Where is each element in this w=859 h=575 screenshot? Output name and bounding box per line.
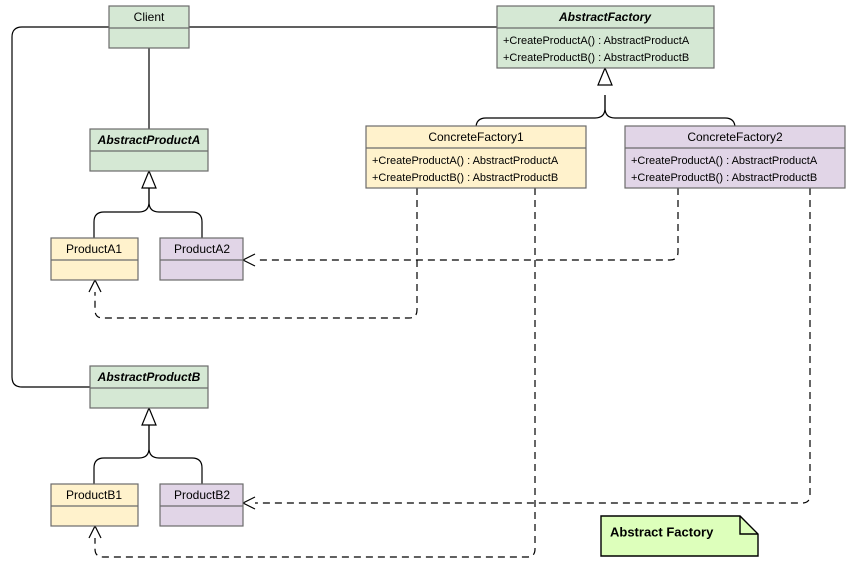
dependency-arrowhead-product-b2	[241, 496, 256, 510]
class-box-abstract-factory-frame	[496, 5, 715, 69]
edge-product-a2-generalization	[148, 188, 203, 238]
dependency-arrowhead-product-b1	[88, 524, 102, 539]
member-abstract-factory-1: +CreateProductB() : AbstractProductB	[503, 52, 689, 64]
class-name-product-a2: ProductA2	[174, 242, 230, 256]
class-name-concrete-factory-2: ConcreteFactory2	[687, 130, 783, 144]
edges-layer	[11, 26, 811, 558]
edge-cf2-creates-product-b2	[255, 188, 811, 504]
class-name-concrete-factory-1: ConcreteFactory1	[428, 130, 524, 144]
class-box-concrete-factory-1-frame	[365, 125, 587, 189]
class-box-concrete-factory-2[interactable]: ConcreteFactory2 +CreateProductA() : Abs…	[624, 125, 846, 189]
edge-product-b1-generalization	[93, 425, 150, 484]
note-fold-icon	[739, 516, 758, 535]
dependency-arrowhead-product-a2	[241, 253, 256, 267]
class-name-abstract-factory: AbstractFactory	[558, 10, 652, 24]
class-name-product-b1: ProductB1	[66, 488, 122, 502]
class-name-abstract-product-b: AbstractProductB	[97, 370, 201, 384]
edge-concrete-factory-1-generalization	[475, 95, 606, 129]
class-box-abstract-product-b[interactable]: AbstractProductB	[89, 365, 209, 409]
class-box-product-b1[interactable]: ProductB1	[50, 483, 139, 527]
class-box-product-b2-frame	[159, 483, 244, 527]
class-name-product-a1: ProductA1	[66, 242, 122, 256]
class-box-abstract-product-b-frame	[89, 365, 209, 409]
edge-cf1-creates-product-a1	[94, 188, 418, 319]
class-box-product-a2[interactable]: ProductA2	[159, 237, 244, 281]
class-name-product-b2: ProductB2	[174, 488, 230, 502]
edge-cf1-creates-product-b1	[94, 188, 536, 558]
member-concrete-factory-1-1: +CreateProductB() : AbstractProductB	[372, 172, 558, 184]
note-abstract-factory[interactable]: Abstract Factory	[600, 515, 759, 557]
class-name-abstract-product-a: AbstractProductA	[97, 133, 201, 147]
class-box-client-frame	[108, 5, 190, 49]
generalization-arrowhead-abstract-factory	[597, 66, 613, 86]
generalization-arrowhead-abstract-product-b	[141, 406, 157, 426]
member-abstract-factory-0: +CreateProductA() : AbstractProductA	[503, 35, 690, 47]
generalization-arrowhead-abstract-product-a	[141, 169, 157, 189]
class-box-abstract-factory[interactable]: AbstractFactory +CreateProductA() : Abst…	[496, 5, 715, 69]
class-box-concrete-factory-1[interactable]: ConcreteFactory1 +CreateProductA() : Abs…	[365, 125, 587, 189]
member-concrete-factory-2-0: +CreateProductA() : AbstractProductA	[631, 155, 818, 167]
class-box-client[interactable]: Client	[108, 5, 190, 49]
class-box-product-b2[interactable]: ProductB2	[159, 483, 244, 527]
class-box-product-a2-frame	[159, 237, 244, 281]
edge-product-b2-generalization	[148, 425, 203, 484]
class-box-product-a1-frame	[50, 237, 139, 281]
edge-concrete-factory-2-generalization	[604, 95, 736, 129]
note-label: Abstract Factory	[610, 524, 714, 539]
edge-cf2-creates-product-a2	[255, 188, 679, 261]
class-box-concrete-factory-2-frame	[624, 125, 846, 189]
member-concrete-factory-1-0: +CreateProductA() : AbstractProductA	[372, 155, 559, 167]
class-box-abstract-product-a-frame	[89, 128, 209, 172]
class-box-product-a1[interactable]: ProductA1	[50, 237, 139, 281]
class-box-product-b1-frame	[50, 483, 139, 527]
edge-client-to-abstract-product-b	[11, 26, 109, 388]
class-name-client: Client	[134, 10, 165, 24]
edge-product-a1-generalization	[93, 188, 150, 238]
note-body	[600, 515, 759, 557]
class-box-abstract-product-a[interactable]: AbstractProductA	[89, 128, 209, 172]
dependency-arrowhead-product-a1	[88, 278, 102, 293]
member-concrete-factory-2-1: +CreateProductB() : AbstractProductB	[631, 172, 817, 184]
